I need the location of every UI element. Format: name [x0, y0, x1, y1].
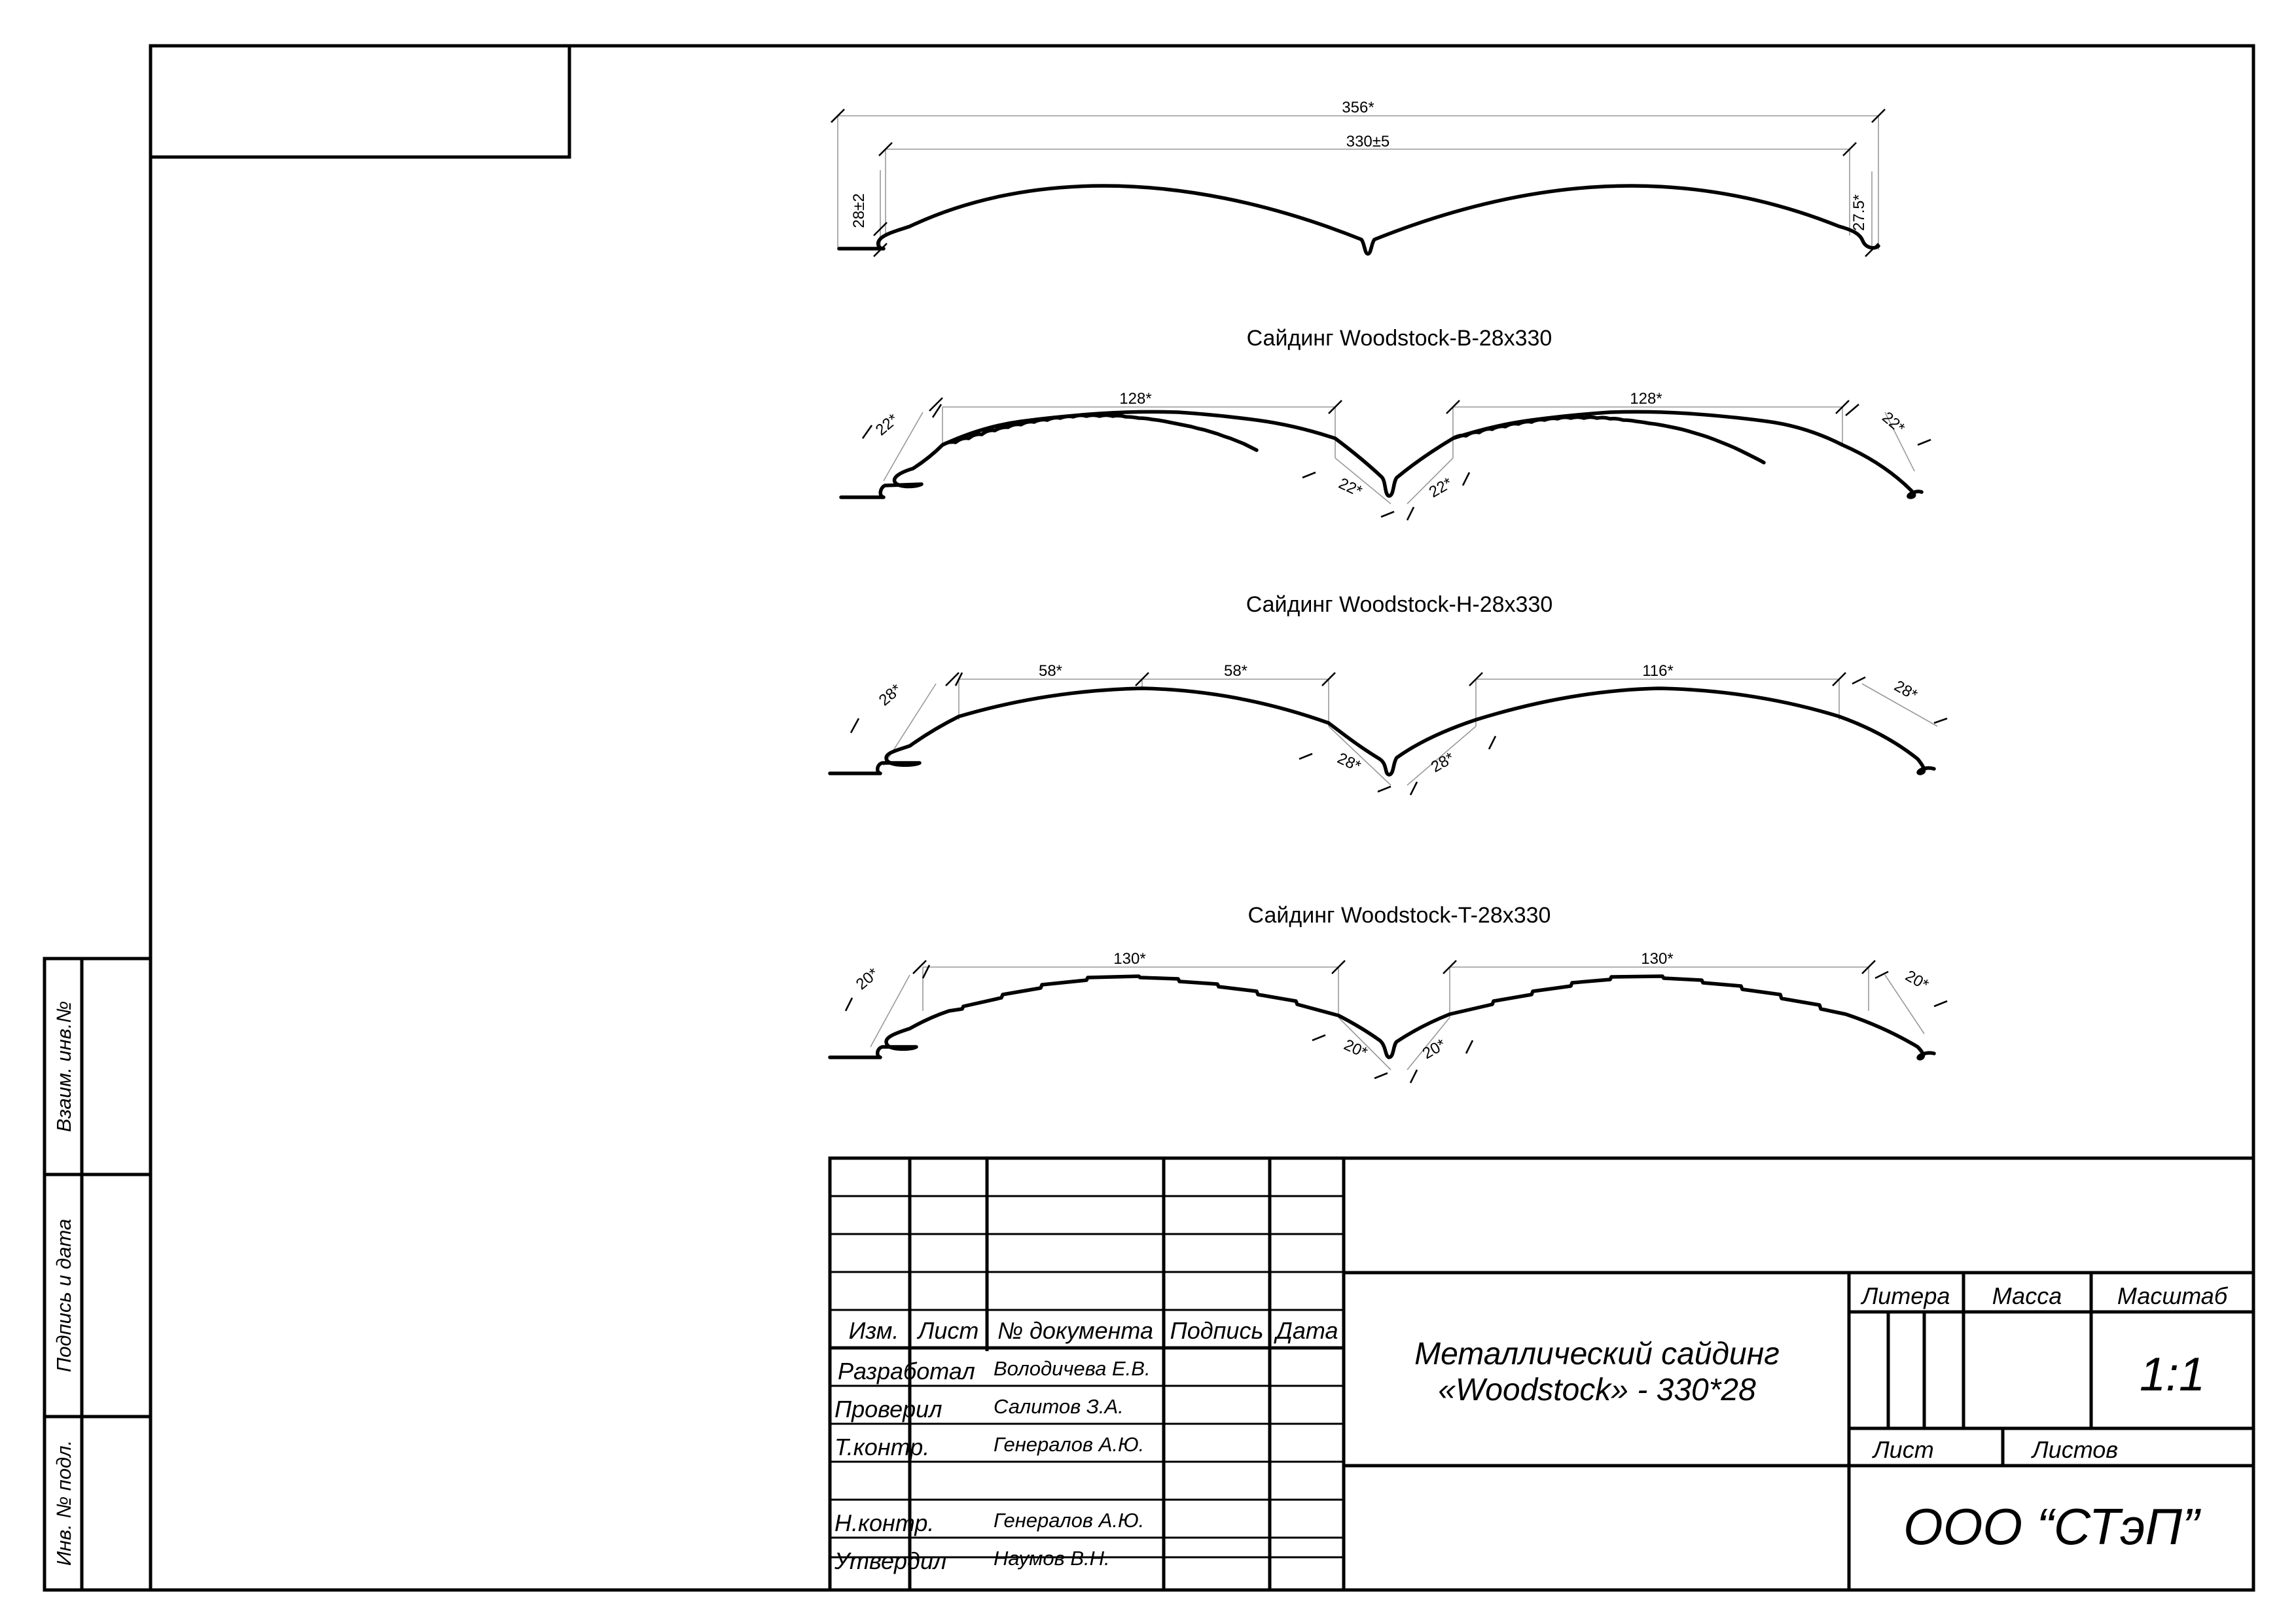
dim-edge-right: 22*	[1878, 408, 1908, 437]
dim-edge-left: 28*	[876, 680, 905, 709]
side-stamp: Взаим. инв.№ Подпись и дата Инв. № подл.	[43, 957, 151, 1592]
header-signature: Подпись	[1170, 1317, 1264, 1344]
dim-edge-right: 28*	[1891, 677, 1920, 704]
side-stamp-inv-orig: Инв. № подл.	[52, 1440, 75, 1566]
header-date: Дата	[1274, 1317, 1338, 1344]
side-stamp-sign-date: Подпись и дата	[52, 1219, 75, 1373]
name-approved: Наумов В.Н.	[994, 1547, 1110, 1570]
profile-texture-right	[1451, 415, 1766, 465]
scale-value: 1:1	[2140, 1349, 2205, 1401]
side-stamp-outline	[43, 957, 151, 1592]
header-change: Изм.	[849, 1317, 899, 1344]
dim-pitch: 330±5	[1346, 133, 1390, 150]
dim-top-left: 130*	[1113, 950, 1145, 968]
drawing-title-line1: Металлический сайдинг	[1414, 1337, 1780, 1371]
dim-top-right: 128*	[1630, 390, 1662, 408]
label-sheets: Листов	[2031, 1436, 2118, 1463]
dim-top-right: 130*	[1641, 950, 1673, 968]
dim-edge-left: 20*	[853, 964, 882, 993]
dim-center-left: 28*	[1335, 749, 1363, 775]
label-mass: Масса	[1992, 1282, 2062, 1309]
role-norm-control: Н.контр.	[834, 1509, 934, 1536]
dim-height-left: 28±2	[850, 193, 868, 228]
role-tech-control: Т.контр.	[834, 1434, 929, 1460]
profile-line	[837, 184, 1880, 256]
dim-top-left-b: 58*	[1224, 662, 1247, 680]
role-developed: Разработал	[838, 1358, 975, 1385]
profile-woodstock-b: 128* 128* 22* 22* 22* 22*	[839, 390, 1931, 521]
profile-woodstock-t: 130* 130* 20* 20* 20* 20*	[828, 950, 1948, 1084]
dim-center-right: 22*	[1426, 474, 1456, 501]
dim-height-right: 27.5*	[1850, 194, 1868, 231]
role-checked: Проверил	[834, 1396, 942, 1422]
dim-top-left: 128*	[1119, 390, 1151, 408]
profile-woodstock-overall: 356* 330±5 28±2 27.5*	[831, 99, 1886, 257]
title-block: Изм. Лист № документа Подпись Дата Разра…	[828, 1156, 2253, 1590]
label-sheet: Лист	[1872, 1436, 1934, 1463]
profile-line	[828, 974, 1936, 1061]
header-doc-no: № документа	[997, 1317, 1153, 1344]
profile-woodstock-h: 58* 58* 116* 28* 28* 28* 28*	[828, 662, 1948, 796]
dim-center-right: 28*	[1428, 749, 1458, 776]
dim-edge-right: 20*	[1902, 967, 1931, 994]
label-scale: Масштаб	[2117, 1282, 2229, 1309]
drawing-title-line2: «Woodstock» - 330*28	[1438, 1373, 1756, 1407]
profile-line	[839, 410, 1924, 499]
dim-top-left-a: 58*	[1039, 662, 1062, 680]
profile-h-title: Сайдинг Woodstock-H-28х330	[1246, 592, 1553, 617]
header-sheet: Лист	[917, 1317, 979, 1344]
dim-top-right: 116*	[1642, 662, 1674, 680]
name-checked: Салитов З.А.	[994, 1395, 1124, 1418]
name-norm-control: Генералов А.Ю.	[994, 1509, 1144, 1532]
top-left-stamp-box	[149, 44, 571, 159]
label-litera: Литера	[1861, 1282, 1950, 1309]
dim-center-left: 20*	[1341, 1036, 1370, 1062]
role-approved: Утвердил	[834, 1547, 946, 1574]
profile-t-title: Сайдинг Woodstock-T-28х330	[1248, 903, 1551, 928]
profile-texture-left	[941, 413, 1259, 452]
dim-overall-width: 356*	[1342, 99, 1374, 116]
title-block-outline	[828, 1156, 2253, 1590]
name-developed: Володичева Е.В.	[994, 1357, 1151, 1380]
drawing-frame	[149, 44, 2255, 1592]
profile-line	[828, 686, 1936, 777]
name-tech-control: Генералов А.Ю.	[994, 1433, 1144, 1456]
dim-center-right: 20*	[1420, 1036, 1449, 1063]
side-stamp-inv-ref: Взаим. инв.№	[52, 1001, 75, 1132]
company-name: ООО “СТэП”	[1903, 1498, 2201, 1555]
profile-b-title: Сайдинг Woodstock-B-28х330	[1247, 326, 1552, 351]
dim-edge-left: 22*	[872, 410, 902, 439]
